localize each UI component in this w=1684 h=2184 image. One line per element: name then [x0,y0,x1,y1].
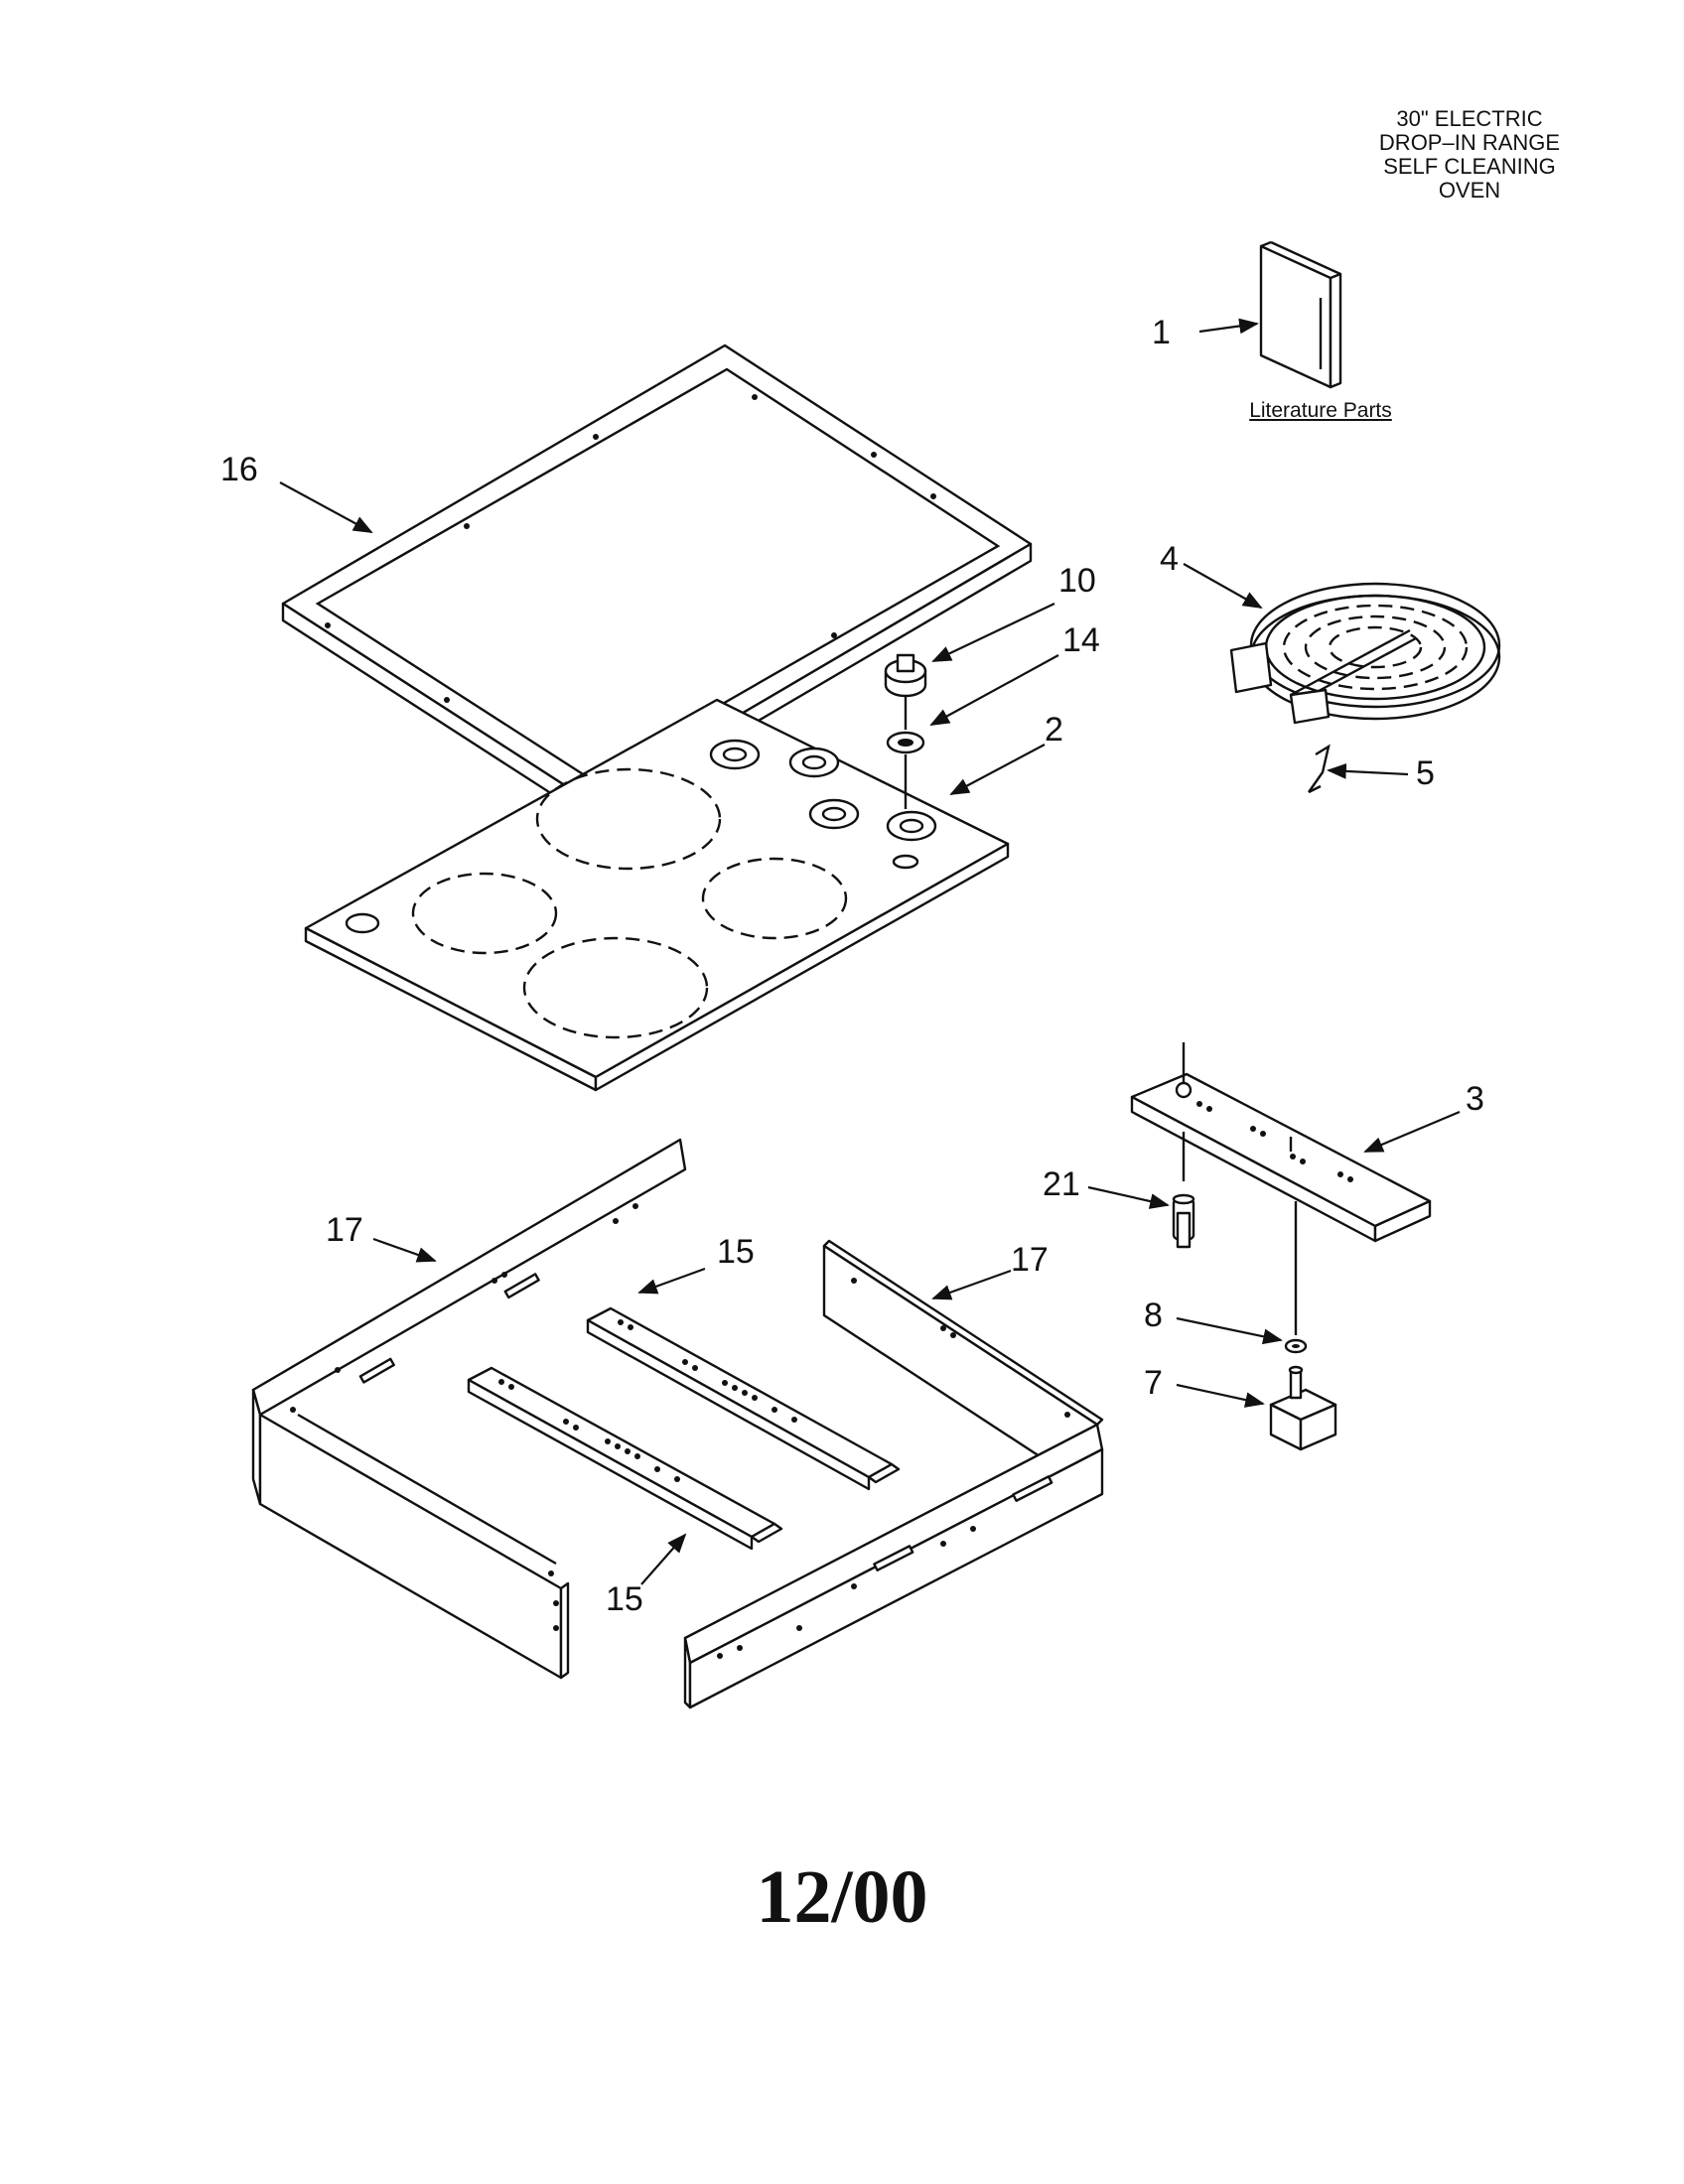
callout-15-lower: 15 [606,1580,643,1618]
glass-cooktop [304,698,1010,1092]
right-side-rail [683,1239,1104,1709]
left-side-rail [251,1138,687,1680]
literature-parts-caption: Literature Parts [1249,399,1392,422]
callout-leaders [279,318,1461,1585]
knob-washer [886,731,925,809]
literature-booklet [1259,240,1342,389]
callout-15-upper: 15 [717,1233,755,1271]
control-knob [884,653,927,730]
callout-2: 2 [1045,711,1063,749]
terminal-block [1269,1365,1337,1451]
element-clip [1308,744,1331,794]
diagram-title: 30" ELECTRIC DROP–IN RANGE SELF CLEANING… [1321,107,1618,203]
title-line: 30" ELECTRIC [1396,106,1543,131]
element-support-bracket [1130,1042,1432,1335]
callout-17-right: 17 [1011,1241,1049,1279]
callout-17-left: 17 [326,1211,363,1249]
revision-date: 12/00 [756,1855,928,1939]
callout-1: 1 [1152,314,1171,351]
callout-4: 4 [1160,540,1179,578]
callout-5: 5 [1416,754,1435,792]
title-line: SELF CLEANING [1383,154,1556,179]
callout-14: 14 [1062,621,1100,659]
callout-3: 3 [1466,1080,1484,1118]
lower-cross-rail [467,1366,783,1551]
terminal-washer [1284,1338,1308,1354]
upper-cross-rail [586,1306,901,1491]
callout-16: 16 [220,451,258,488]
control-knob-openings [709,739,937,842]
callout-8: 8 [1144,1297,1163,1334]
callout-7: 7 [1144,1364,1163,1402]
callout-10: 10 [1058,562,1096,600]
title-line: OVEN [1438,178,1501,203]
radiant-surface-element [1229,582,1501,725]
cooktop-frame [281,343,1033,821]
title-line: DROP–IN RANGE [1378,130,1561,155]
standoff-pin [1172,1193,1195,1249]
callout-21: 21 [1043,1165,1080,1203]
frame-holes [325,394,936,718]
